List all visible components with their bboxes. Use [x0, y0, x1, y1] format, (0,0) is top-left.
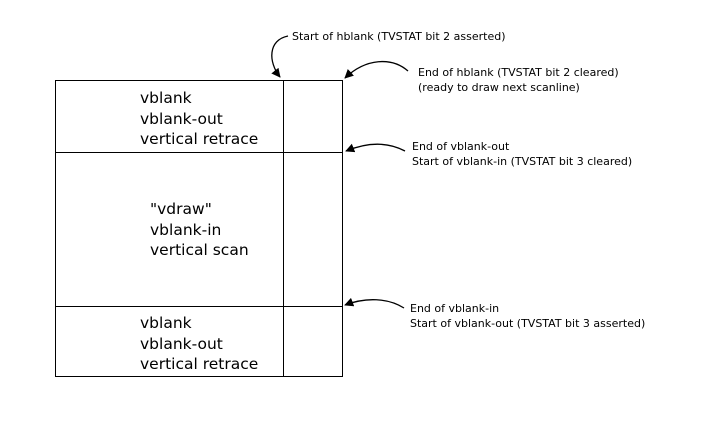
- vblank-in-end-line-1: End of vblank-in: [410, 302, 500, 315]
- hblank-end-line-2: (ready to draw next scanline): [418, 81, 580, 94]
- vblank-out-end-line-1: End of vblank-out: [412, 140, 510, 153]
- vblank-out-end-annotation: End of vblank-out Start of vblank-in (TV…: [412, 139, 632, 169]
- hblank-start-arrow: [271, 35, 289, 78]
- middle-region-line-2: vblank-in: [150, 220, 222, 239]
- vblank-in-end-line-2: Start of vblank-out (TVSTAT bit 3 assert…: [410, 317, 646, 330]
- middle-region-text: "vdraw" vblank-in vertical scan: [150, 199, 249, 261]
- vblank-out-end-line-2: Start of vblank-in (TVSTAT bit 3 cleared…: [412, 155, 633, 168]
- hblank-start-annotation: Start of hblank (TVSTAT bit 2 asserted): [292, 29, 506, 44]
- hblank-end-annotation: End of hblank (TVSTAT bit 2 cleared) (re…: [418, 65, 619, 95]
- top-region-text: vblank vblank-out vertical retrace: [140, 88, 258, 150]
- hblank-start-line-1: Start of hblank (TVSTAT bit 2 asserted): [292, 30, 506, 43]
- hblank-end-arrow: [344, 60, 409, 79]
- bottom-region-line-3: vertical retrace: [140, 355, 259, 373]
- top-region-line-2: vblank-out: [140, 109, 223, 128]
- bottom-region-text: vblank vblank-out vertical retrace: [140, 313, 258, 375]
- top-region-line-3: vertical retrace: [140, 130, 259, 148]
- top-region-line-1: vblank: [140, 89, 192, 107]
- hblank-end-line-1: End of hblank (TVSTAT bit 2 cleared): [418, 66, 619, 79]
- bottom-region-line-2: vblank-out: [140, 334, 223, 353]
- bottom-region-line-1: vblank: [140, 314, 192, 332]
- middle-region-line-3: vertical scan: [150, 241, 249, 259]
- vblank-in-end-arrow: [344, 297, 405, 309]
- screen-frame: [55, 80, 343, 377]
- vblank-out-end-arrow: [345, 143, 406, 153]
- middle-region-line-1: "vdraw": [150, 200, 212, 218]
- vblank-in-end-annotation: End of vblank-in Start of vblank-out (TV…: [410, 301, 645, 331]
